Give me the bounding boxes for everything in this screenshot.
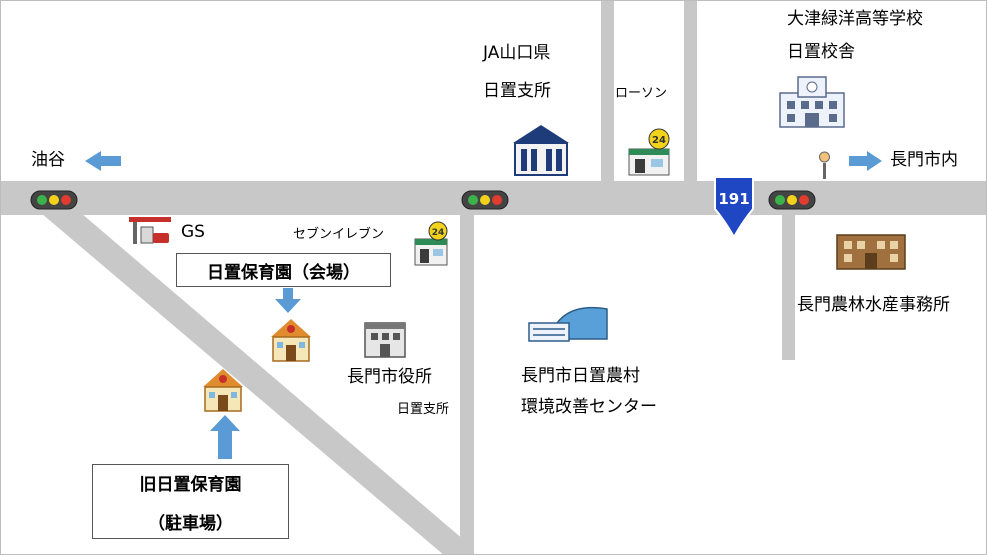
traffic-light-icon xyxy=(30,190,78,210)
diagonal-road xyxy=(41,213,471,554)
label-ja-line2: 日置支所 xyxy=(483,81,551,101)
seven-eleven-store-icon: 24 xyxy=(414,221,448,266)
arrow-right-nagato xyxy=(849,151,882,171)
label-agri-office: 長門農林水産事務所 xyxy=(797,295,950,315)
route-191-number: 191 xyxy=(718,190,749,208)
gas-station-icon xyxy=(129,217,171,244)
label-ja-line1: JA山口県 xyxy=(483,43,551,63)
north-road-lawson xyxy=(601,1,614,183)
agriculture-office-icon xyxy=(836,234,906,270)
label-gs: GS xyxy=(181,222,205,242)
label-env-center-line1: 長門市日置農村 xyxy=(521,366,640,386)
label-city-office-line1: 長門市役所 xyxy=(347,367,432,387)
south-road-east xyxy=(782,213,795,360)
label-lawson: ローソン xyxy=(615,86,668,101)
route-191-sign: 191 xyxy=(714,176,754,240)
school-icon xyxy=(779,76,845,128)
label-school-line2: 日置校舎 xyxy=(787,42,855,62)
arrow-up-old-nursery xyxy=(210,415,240,459)
label-school-line1: 大津緑洋高等学校 xyxy=(787,9,923,29)
traffic-light-icon xyxy=(768,190,816,210)
north-road-school xyxy=(684,1,697,183)
label-city-office-line2: 日置支所 xyxy=(397,402,450,417)
south-road-center xyxy=(460,213,474,554)
environment-center-icon xyxy=(528,306,608,342)
city-office-icon xyxy=(364,322,406,358)
traffic-light-icon xyxy=(461,190,509,210)
ja-building-icon xyxy=(513,125,569,176)
seven-eleven-badge-text: 24 xyxy=(432,228,445,238)
lawson-store-icon: 24 xyxy=(628,128,670,176)
bus-stop-icon xyxy=(819,151,830,179)
label-old-nursery-line1: 旧日置保育園 xyxy=(139,474,242,495)
old-nursery-icon xyxy=(203,369,243,412)
arrow-down-venue xyxy=(275,288,301,313)
label-yuya: 油谷 xyxy=(31,150,65,170)
arrow-left-yuya xyxy=(85,151,121,171)
lawson-badge-text: 24 xyxy=(652,135,666,146)
label-env-center-line2: 環境改善センター xyxy=(521,397,657,417)
venue-nursery-box: 日置保育園（会場） xyxy=(176,253,391,287)
label-seven-eleven: セブンイレブン xyxy=(293,227,385,242)
label-old-nursery-line2: （駐車場） xyxy=(148,513,233,534)
label-venue-nursery: 日置保育園（会場） xyxy=(207,262,360,283)
label-nagato-city: 長門市内 xyxy=(890,150,958,170)
venue-nursery-icon xyxy=(271,319,311,362)
old-nursery-box: 旧日置保育園 （駐車場） xyxy=(92,464,289,539)
